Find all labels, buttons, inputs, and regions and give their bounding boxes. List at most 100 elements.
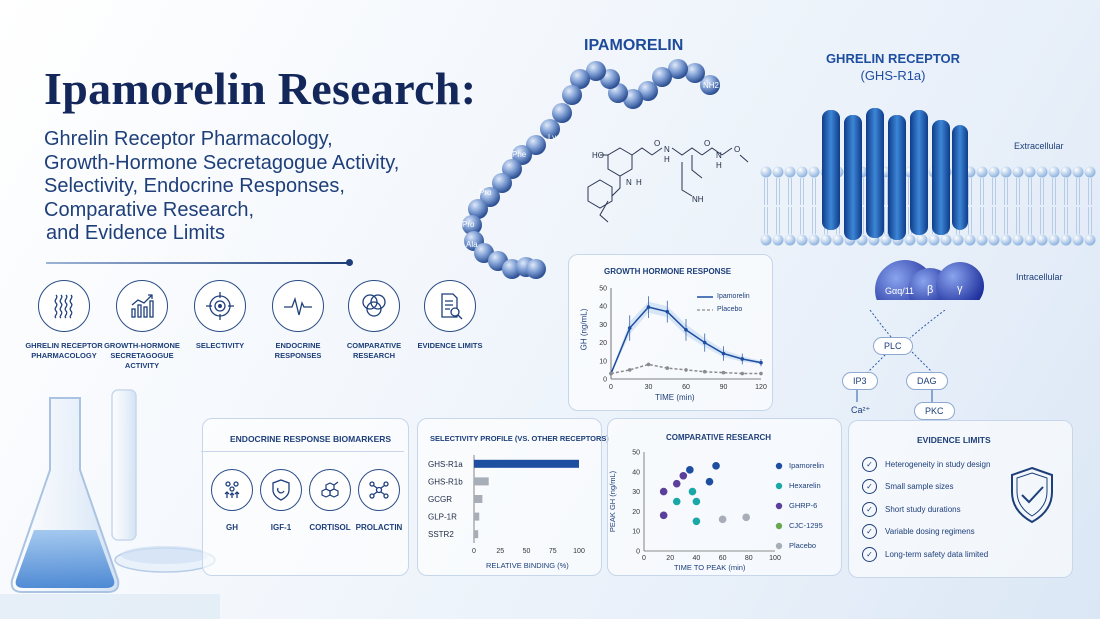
selectivity-title: SELECTIVITY PROFILE (vs. Other Receptors… xyxy=(430,434,609,443)
receptor-title: GHRELIN RECEPTOR xyxy=(825,51,961,66)
lipid-head xyxy=(1048,166,1060,178)
legend-swatch xyxy=(775,502,783,510)
peptide-bead xyxy=(652,67,672,87)
check-icon: ✓ xyxy=(862,524,877,540)
plc-node: PLC xyxy=(873,337,913,355)
peptide-chain-illustration: NH2 Lys Phe Pro Pro Ala xyxy=(462,59,720,279)
lipid-head xyxy=(1036,234,1048,246)
calcium-node: Ca²⁺ xyxy=(851,405,871,415)
topic-label: Ghrelin Receptor Pharmacology xyxy=(25,341,103,360)
pkc-node: PKC xyxy=(914,402,955,420)
y-tick-label: 10 xyxy=(632,529,640,536)
lipid-head xyxy=(760,166,772,178)
lipid-head xyxy=(976,166,988,178)
x-tick-label: 60 xyxy=(682,384,690,391)
lipid-head xyxy=(772,234,784,246)
lipid-head xyxy=(964,234,976,246)
topic-label: Growth-Hormone Secretagogue Activity xyxy=(104,341,180,370)
page-subtitle: Ghrelin Receptor Pharmacology, Growth-Ho… xyxy=(44,128,399,246)
receptor-membrane-illustration xyxy=(760,108,1096,300)
x-tick-label: 20 xyxy=(666,555,674,562)
evidence-text: Small sample sizes xyxy=(885,482,954,492)
shield-icon xyxy=(260,469,302,511)
scatter-point xyxy=(705,477,714,486)
molecule-title: IPAMORELIN xyxy=(584,37,684,54)
legend-swatch xyxy=(775,482,783,490)
biomarker-label: GH xyxy=(226,523,238,532)
peptide-bead xyxy=(462,215,482,235)
peptide-bead xyxy=(685,63,705,83)
lab-glassware-illustration xyxy=(0,389,220,619)
evidence-title: EVIDENCE LIMITS xyxy=(917,435,991,445)
biomarker-prolactin: PROLACTIN xyxy=(353,469,405,532)
signaling-arrows xyxy=(856,310,946,402)
peptide-beads xyxy=(462,59,720,279)
biomarkers-panel: ENDOCRINE RESPONSE BIOMARKERS GH IGF-1 C… xyxy=(201,418,409,576)
biomarkers-title: ENDOCRINE RESPONSE BIOMARKERS xyxy=(230,434,392,444)
formula-label: NH xyxy=(692,195,704,204)
peptide-bead xyxy=(526,259,546,279)
topic-label: Evidence Limits xyxy=(417,341,483,350)
y-tick-label: 30 xyxy=(632,489,640,496)
lipid-head xyxy=(1048,234,1060,246)
y-tick-label: 0 xyxy=(636,549,640,556)
data-point xyxy=(665,309,670,314)
residue-label: Ala xyxy=(466,240,478,249)
check-icon: ✓ xyxy=(862,501,877,517)
data-point xyxy=(702,340,707,345)
scatter-point xyxy=(686,466,694,474)
formula-label: N xyxy=(626,178,632,187)
biomarker-gh: GH xyxy=(206,469,258,532)
legend-swatch xyxy=(775,462,783,470)
topic-label: Comparative Research xyxy=(346,341,402,360)
x-tick-label: 75 xyxy=(549,548,557,555)
formula-label: N xyxy=(664,145,670,154)
bar xyxy=(474,477,489,486)
biomarker-label: CORTISOL xyxy=(309,523,351,532)
scatter-point xyxy=(659,487,668,496)
y-tick-label: 20 xyxy=(632,509,640,516)
data-point xyxy=(609,371,613,376)
x-tick-label: 100 xyxy=(573,548,585,555)
lipid-head xyxy=(1036,166,1048,178)
peptide-bead xyxy=(586,61,606,81)
topic-ghrelin-receptor: Ghrelin Receptor Pharmacology xyxy=(24,280,104,361)
evidence-item: ✓Heterogeneity in study design xyxy=(862,453,990,476)
selectivity-xlabel: RELATIVE BINDING (%) xyxy=(486,561,569,570)
receptor-title-block: GHRELIN RECEPTOR (GHS-R1a) xyxy=(818,50,968,84)
lipid-head xyxy=(940,234,952,246)
lipid-head xyxy=(1084,234,1096,246)
scatter-point xyxy=(712,462,720,470)
intracellular-label: Intracellular xyxy=(1016,272,1063,282)
lipid-head xyxy=(760,234,772,246)
subtitle-line: Comparative Research, xyxy=(44,198,255,221)
scatter-point xyxy=(659,511,668,520)
y-tick-label: 30 xyxy=(599,322,607,329)
lipid-head xyxy=(976,234,988,246)
biomarker-igf1: IGF-1 xyxy=(255,469,307,532)
residue-label: Pro xyxy=(462,220,475,229)
lipid-head xyxy=(832,234,844,246)
x-tick-label: 50 xyxy=(523,548,531,555)
data-point xyxy=(759,371,763,376)
data-point xyxy=(684,368,688,372)
comparative-title: COMPARATIVE RESEARCH xyxy=(666,433,772,442)
legend-swatch xyxy=(775,542,783,550)
lipid-head xyxy=(772,166,784,178)
lipid-head xyxy=(820,234,832,246)
venn-icon xyxy=(348,280,400,332)
selectivity-panel: SELECTIVITY PROFILE (vs. Other Receptors… xyxy=(417,418,609,576)
shield-check-icon xyxy=(1011,466,1053,524)
lipid-head xyxy=(1012,166,1024,178)
subtitle-line: Growth-Hormone Secretagogue Activity, xyxy=(44,151,400,174)
evidence-item: ✓Short study durations xyxy=(862,498,990,521)
target-icon xyxy=(194,280,246,332)
peptide-bead xyxy=(468,199,488,219)
test-tube-icon xyxy=(111,389,137,541)
lipid-head xyxy=(904,234,916,246)
y-tick-label: 50 xyxy=(632,450,640,457)
biomarker-cortisol: CORTISOL xyxy=(304,469,356,532)
topic-evidence-limits: Evidence Limits xyxy=(410,280,490,351)
